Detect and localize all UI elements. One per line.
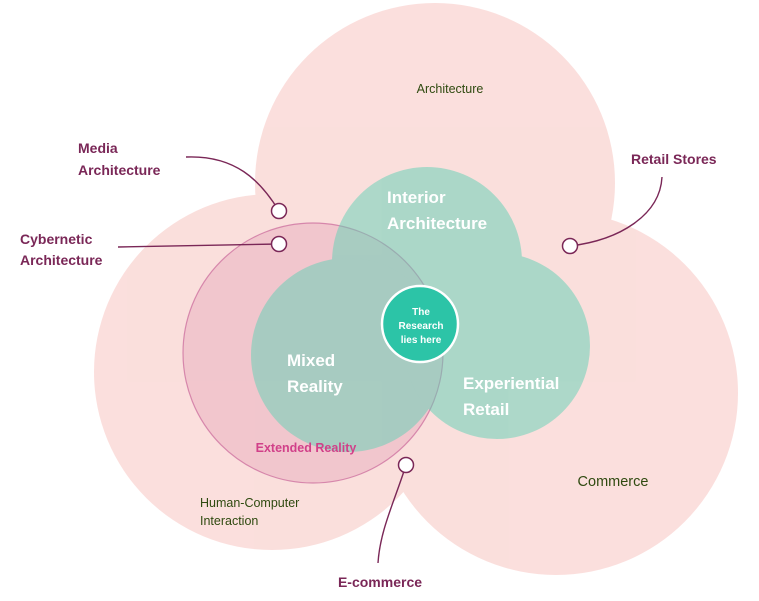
commerce-label: Commerce — [578, 474, 649, 490]
center-text-line3: lies here — [401, 335, 442, 346]
media-architecture-label-line2: Architecture — [78, 162, 161, 178]
experiential-retail-label-line2: Retail — [463, 400, 509, 419]
architecture-label: Architecture — [417, 82, 484, 96]
ecommerce-label: E-commerce — [338, 574, 422, 590]
retail-stores-label: Retail Stores — [631, 151, 717, 167]
hci-label-line2: Interaction — [200, 514, 258, 528]
ecommerce-leader — [377, 464, 407, 564]
mixed-reality-label-line2: Reality — [287, 377, 343, 396]
center-text-line1: The — [412, 307, 430, 318]
experiential-retail-label-line1: Experiential — [463, 374, 559, 393]
ecommerce-marker — [397, 456, 415, 474]
extended-reality-label: Extended Reality — [256, 441, 357, 455]
interior-architecture-label-line1: Interior — [387, 188, 446, 207]
cybernetic-architecture-label-line2: Architecture — [20, 252, 103, 268]
media-architecture-label-line1: Media — [78, 140, 118, 156]
center-text-line2: Research — [398, 321, 443, 332]
mixed-reality-label-line1: Mixed — [287, 351, 335, 370]
cybernetic-architecture-marker — [270, 235, 288, 253]
cybernetic-architecture-leader — [117, 243, 280, 248]
media-architecture-marker — [270, 202, 288, 220]
hci-label-line1: Human-Computer — [200, 496, 299, 510]
center-research-circle — [380, 284, 460, 364]
retail-stores-leader — [569, 176, 663, 247]
interior-architecture-label-line2: Architecture — [387, 214, 487, 233]
media-architecture-leader — [185, 156, 280, 212]
cybernetic-architecture-label-line1: Cybernetic — [20, 231, 93, 247]
retail-stores-marker — [561, 237, 579, 255]
